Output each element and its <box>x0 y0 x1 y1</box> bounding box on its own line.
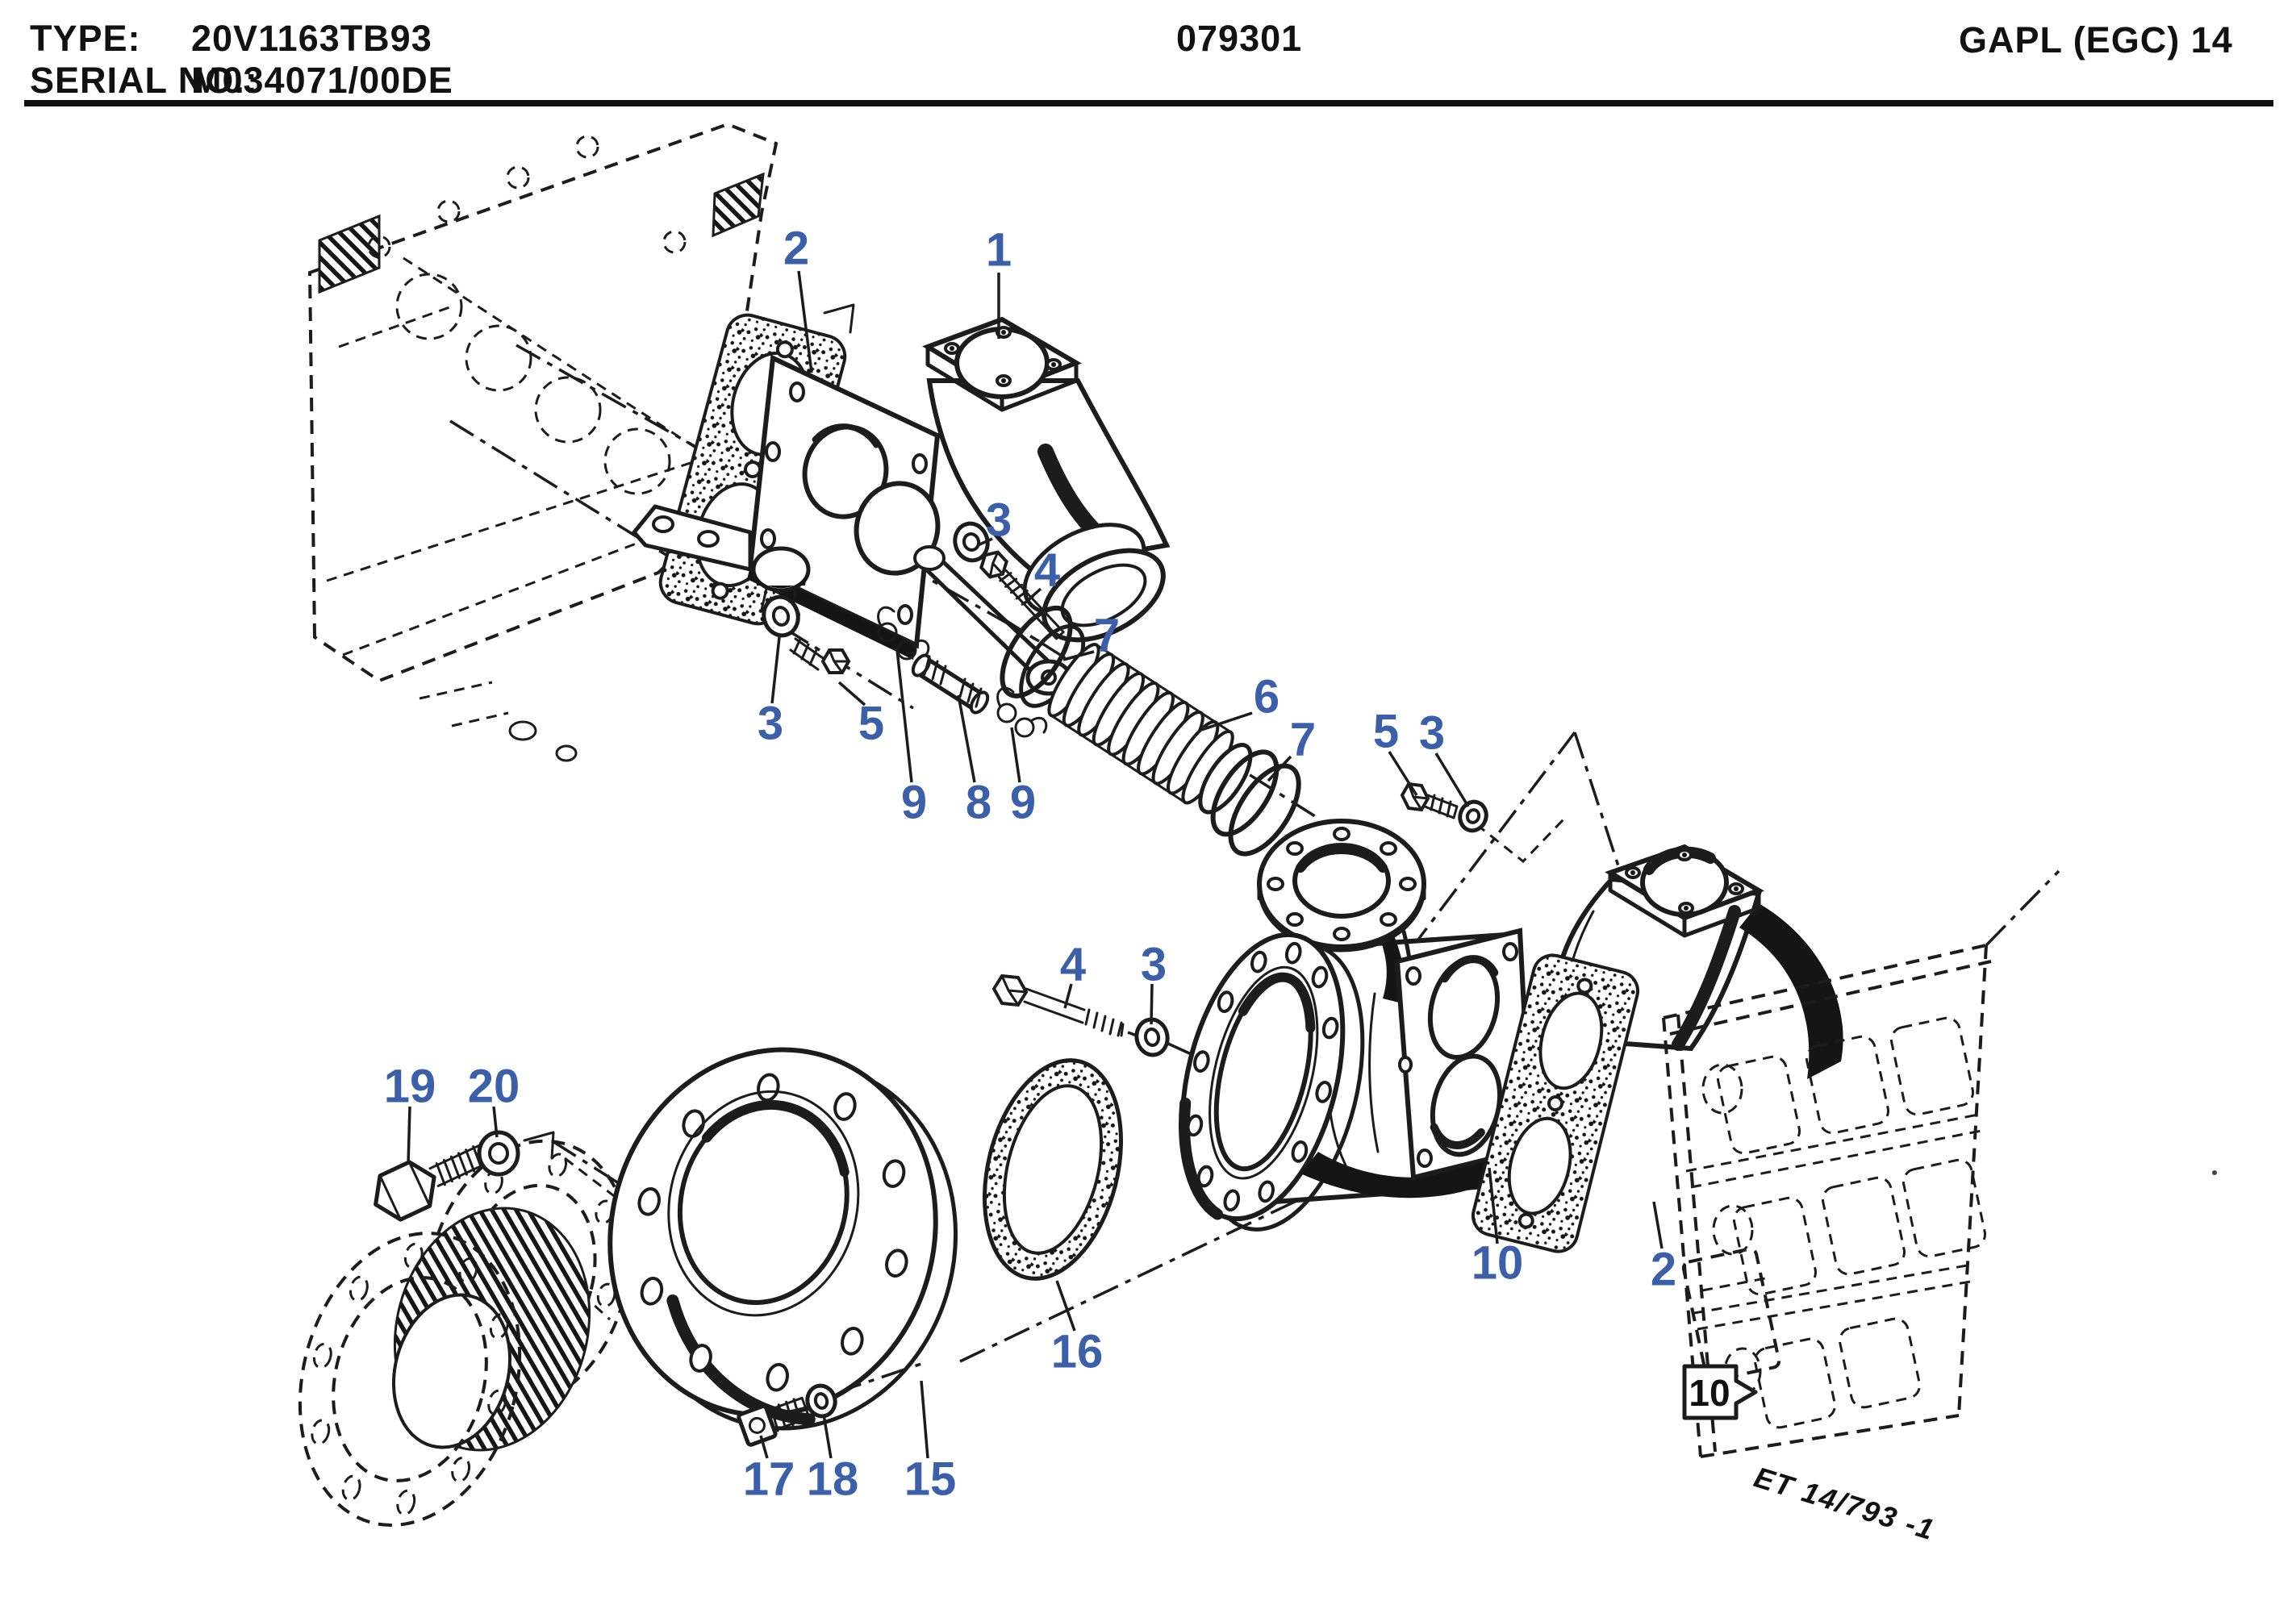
callout-8: 8 <box>966 777 991 829</box>
nav-arrow-label: 10 <box>1689 1372 1730 1414</box>
callout-18: 18 <box>807 1453 859 1506</box>
callout-5: 5 <box>858 698 884 750</box>
callout-6: 6 <box>1254 671 1279 723</box>
serial-value: M034071/00DE <box>191 60 453 101</box>
flange-plate-left <box>632 354 941 660</box>
callout-5: 5 <box>1373 706 1399 758</box>
callout-2: 2 <box>1651 1244 1676 1296</box>
manifold-body <box>1179 819 1843 1232</box>
callout-3: 3 <box>1419 707 1445 760</box>
callout-4: 4 <box>1034 544 1060 597</box>
callout-15: 15 <box>904 1453 957 1506</box>
nav-arrow-box: 10 <box>1682 1364 1758 1420</box>
callout-7: 7 <box>1094 610 1120 662</box>
callout-1: 1 <box>986 224 1012 277</box>
type-label: TYPE: <box>30 18 141 59</box>
ring-gasket-16 <box>983 1058 1123 1281</box>
gasket-right <box>1471 953 1640 1253</box>
serial-label: SERIAL NO.: <box>30 60 258 101</box>
callout-7: 7 <box>1290 714 1316 766</box>
intercooler-grid <box>1662 944 1992 1458</box>
callout-leader-lines <box>407 270 1664 1459</box>
callout-20: 20 <box>468 1061 520 1113</box>
figure-reference: ET 14/793 -1 <box>1751 1460 1939 1546</box>
callout-4: 4 <box>1060 939 1086 991</box>
bolt-4-washer-3-mid <box>991 973 1170 1057</box>
callout-3: 3 <box>758 698 783 750</box>
callout-2: 2 <box>783 223 809 275</box>
elbow-part-1 <box>913 316 1171 696</box>
engine-block <box>307 122 779 762</box>
callout-16: 16 <box>1051 1326 1104 1378</box>
header-rule <box>24 100 2273 106</box>
callout-17: 17 <box>743 1453 795 1506</box>
callout-9: 9 <box>901 777 927 829</box>
hardware-left <box>762 521 1065 738</box>
assembly-tick-mark <box>823 303 855 334</box>
callout-9: 9 <box>1010 777 1036 829</box>
callout-10: 10 <box>1472 1237 1524 1290</box>
callout-3: 3 <box>986 494 1012 547</box>
callout-3: 3 <box>1141 939 1167 991</box>
flexible-coupling <box>298 1139 704 1527</box>
callout-19: 19 <box>384 1061 436 1113</box>
print-speck <box>2212 1170 2217 1175</box>
document-number: 079301 <box>1176 18 1303 59</box>
hardware-right <box>1400 782 1488 833</box>
disc-flange-15 <box>607 1047 958 1431</box>
bellows-assembly <box>1000 605 1301 857</box>
group-code: GAPL (EGC) 14 <box>1959 19 2233 60</box>
bolt-19-washer-20 <box>374 1130 555 1222</box>
type-value: 20V1163TB93 <box>191 18 432 59</box>
